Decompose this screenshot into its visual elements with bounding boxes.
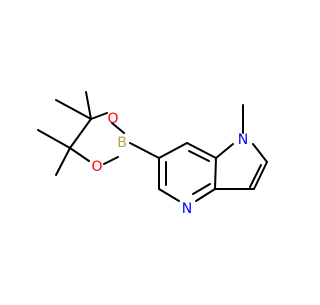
bond-c7a-c7-double: [188, 150, 210, 162]
bond-c7a-c7: [186, 142, 217, 159]
bond-n4-c3a-double: [192, 183, 211, 195]
bonds: [37, 91, 268, 202]
atom-labels: N N O O B: [91, 111, 248, 217]
atom-label-o-upper: O: [107, 111, 118, 127]
atom-label-n-pyridine: N: [182, 201, 192, 217]
bond-c-upper-methyl-a: [85, 91, 92, 120]
bond-c6-b: [129, 142, 160, 159]
bond-c-c: [69, 118, 92, 149]
bond-c2-c3: [253, 161, 268, 190]
bond-b-o-upper: [111, 122, 125, 134]
atom-label-n-pyrrole: N: [238, 132, 248, 148]
bond-c3a-c7a: [214, 157, 217, 190]
bond-b-o-lower: [103, 156, 119, 165]
structure-canvas: N N O O B: [37, 91, 268, 217]
bond-o-upper-c: [90, 112, 108, 120]
molecule-structure: N N O O B: [37, 91, 268, 217]
bond-n1-c2: [252, 143, 268, 163]
bond-c2-c3-double: [249, 164, 262, 188]
bond-c-upper-methyl-b: [55, 99, 92, 120]
bond-c-lower-methyl-a: [37, 129, 71, 149]
atom-label-o-lower: O: [91, 159, 102, 175]
bond-c-lower-methyl-b: [55, 147, 71, 176]
bond-n4-c3a: [195, 188, 216, 202]
bond-o-lower-c: [69, 147, 90, 162]
bond-c5-n4: [158, 188, 180, 202]
atom-label-boron: B: [117, 135, 127, 151]
bond-c7-c6: [158, 142, 188, 159]
bond-n1-c7a: [215, 143, 234, 159]
